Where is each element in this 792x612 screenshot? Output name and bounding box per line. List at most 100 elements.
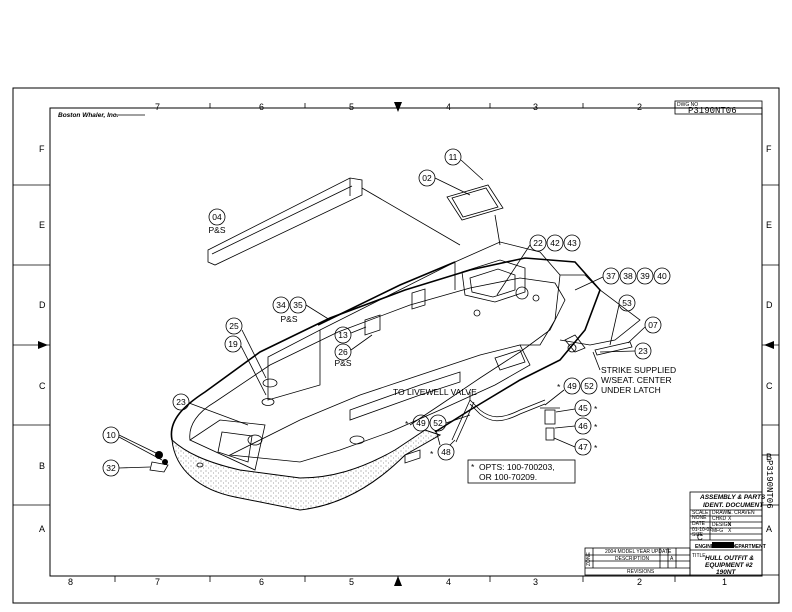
zone-bottom-5: 5	[349, 577, 354, 587]
callout-22: 22	[533, 238, 543, 248]
callout-38: 38	[623, 271, 633, 281]
callout-02: 02	[422, 173, 432, 183]
callout-52-right: 52	[584, 381, 594, 391]
revisions-header: REVISIONS	[627, 569, 655, 575]
zone-left-d: D	[39, 300, 46, 310]
callout-49-left: 49	[416, 418, 426, 428]
zone-ticks	[13, 103, 779, 582]
ps-26-label: P&S	[334, 358, 351, 368]
title-line3: 190NT	[716, 569, 737, 576]
callout-07: 07	[648, 320, 658, 330]
zone-top-6: 6	[259, 102, 264, 112]
callout-25: 25	[229, 321, 239, 331]
star-47: *	[594, 443, 598, 453]
callout-04: 04	[212, 212, 222, 222]
bow-fittings	[149, 451, 169, 473]
revisions-block	[584, 547, 691, 576]
zone-bottom-2: 2	[637, 577, 642, 587]
zone-label: ZONE	[586, 551, 592, 566]
zone-top-4: 4	[446, 102, 451, 112]
title-label: TITLE	[692, 553, 706, 559]
callout-47: 47	[578, 442, 588, 452]
strike-note-line3: UNDER LATCH	[601, 385, 661, 395]
dwg-no-label: DWG NO	[677, 102, 698, 108]
revision-row-text: 2004 MODEL YEAR UPDATE	[605, 549, 672, 555]
mfg-label: MFG	[712, 528, 723, 534]
zone-bottom-7: 7	[155, 577, 160, 587]
description-label: DESCRIPTION	[615, 556, 650, 562]
zone-bottom-4: 4	[446, 577, 451, 587]
zone-left-f: F	[39, 144, 45, 154]
hull-illustration	[170, 241, 641, 511]
title-line1: HULL OUTFIT &	[705, 555, 754, 562]
centering-arrows	[38, 102, 774, 586]
star-49-left: *	[405, 419, 409, 429]
chkd-label: CHKD	[712, 516, 727, 522]
drawn-label: DRAWN	[712, 510, 731, 516]
scale-label: SCALE	[692, 510, 709, 516]
callout-46: 46	[578, 421, 588, 431]
callouts: 11 02 04 P&S 22 42 43 37 38 39 40 34 35 …	[102, 148, 676, 477]
company-logo	[712, 542, 734, 548]
zone-top-3: 3	[533, 102, 538, 112]
callout-37: 37	[606, 271, 616, 281]
design-value: X	[728, 522, 732, 528]
date-label: DATE	[692, 521, 706, 527]
strike-note-line1: STRIKE SUPPLIED	[601, 365, 676, 375]
callout-19: 19	[228, 339, 238, 349]
callout-13: 13	[338, 330, 348, 340]
drawing-number-vertical: P3190NT06	[764, 460, 774, 509]
mfg-value: X	[728, 528, 732, 534]
opts-line2: OR 100-70209.	[479, 472, 537, 482]
part-07-strike	[594, 341, 633, 356]
outer-border	[12, 87, 780, 604]
callout-52-left: 52	[433, 418, 443, 428]
zone-bottom-3: 3	[533, 577, 538, 587]
dwg-number-box	[674, 100, 763, 115]
company-name: Boston Whaler, Inc.	[58, 112, 119, 119]
opts-star: *	[471, 462, 475, 472]
zone-top-5: 5	[349, 102, 354, 112]
star-46: *	[594, 422, 598, 432]
strike-note-line2: W/SEAT. CENTER	[601, 375, 672, 385]
size-label: SIZE	[692, 532, 704, 538]
size-value: C	[697, 533, 703, 542]
zone-right-b: B	[766, 452, 772, 462]
callout-49-right: 49	[567, 381, 577, 391]
callout-32: 32	[106, 463, 116, 473]
design-label: DESIGN	[712, 522, 732, 528]
scale-value: NONE	[692, 515, 707, 521]
star-49-right: *	[557, 382, 561, 392]
zone-bottom-6: 6	[259, 577, 264, 587]
zone-bottom-8: 8	[68, 577, 73, 587]
callout-34: 34	[276, 300, 286, 310]
zone-left-e: E	[39, 220, 45, 230]
ps-34-label: P&S	[280, 314, 297, 324]
zone-right-d: D	[766, 300, 773, 310]
livewell-label: TO LIVEWELL VALVE	[393, 387, 477, 397]
callout-26: 26	[338, 347, 348, 357]
title-line2: EQUIPMENT #2	[705, 562, 753, 569]
zone-right-c: C	[766, 381, 773, 391]
zone-right-e: E	[766, 220, 772, 230]
inner-border	[49, 107, 763, 577]
department-label: ENGINEERING DEPARTMENT	[695, 544, 766, 550]
callout-42: 42	[550, 238, 560, 248]
opts-box	[467, 459, 576, 484]
callout-23-right: 23	[638, 346, 648, 356]
drawing-number: P3190NT06	[688, 106, 737, 116]
callout-43: 43	[567, 238, 577, 248]
ps-04-label: P&S	[208, 225, 225, 235]
chkd-value: X	[728, 516, 732, 522]
callout-10: 10	[106, 430, 116, 440]
zone-left-a: A	[39, 524, 45, 534]
star-48: *	[430, 449, 434, 459]
zone-right-f: F	[766, 144, 772, 154]
callout-40: 40	[657, 271, 667, 281]
doc-type-line2: IDENT. DOCUMENT	[703, 502, 764, 509]
callout-35: 35	[293, 300, 303, 310]
drawn-value: E. CRAVEN	[728, 510, 755, 516]
part-02-hatch-lid	[446, 184, 504, 221]
zone-top-7: 7	[155, 102, 160, 112]
